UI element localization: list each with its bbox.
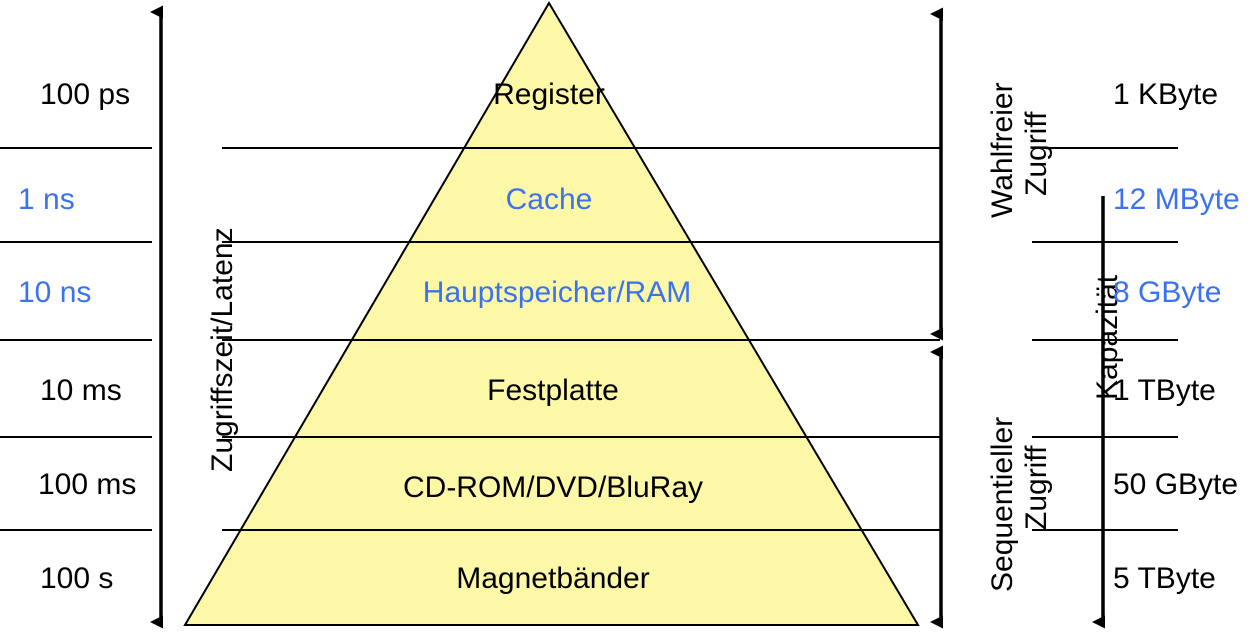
tier-label-optical: CD-ROM/DVD/BluRay (402, 471, 704, 504)
tier-label-register: Register (493, 78, 605, 111)
tier-label-cache: Cache (505, 183, 593, 216)
random-access-label-line1: Wahlfreier (986, 82, 1019, 218)
latency-label-cache: 1 ns (18, 183, 75, 216)
tier-label-ram: Hauptspeicher/RAM (422, 276, 692, 309)
random-access-label-line2: Zugriff (1020, 111, 1053, 196)
latency-label-tape: 100 s (40, 562, 114, 595)
capacity-label-optical: 50 GByte (1113, 468, 1239, 501)
sequential-access-label-line1: Sequentieller (986, 416, 1019, 592)
capacity-label-ram: 8 GByte (1113, 276, 1222, 309)
pyramid-tier-separators (236, 147, 862, 531)
sequential-access-label-line2: Zugriff (1020, 445, 1053, 530)
divider-lines-left (0, 147, 152, 531)
tier-label-tape: Magnetbänder (456, 562, 650, 595)
latency-label-register: 100 ps (40, 78, 131, 111)
divider-lines-right (1032, 147, 1178, 531)
latency-label-optical: 100 ms (38, 468, 137, 501)
latency-label-ram: 10 ns (18, 276, 92, 309)
pyramid-shape (183, 1, 920, 626)
tier-label-hdd: Festplatte (487, 374, 619, 407)
latency-axis-title: Zugriffszeit/Latenz (206, 227, 239, 472)
capacity-label-register: 1 KByte (1113, 78, 1219, 111)
capacity-label-hdd: 1 TByte (1113, 374, 1216, 407)
capacity-label-cache: 12 MByte (1113, 183, 1240, 216)
latency-label-hdd: 10 ms (40, 374, 122, 407)
capacity-label-tape: 5 TByte (1113, 562, 1216, 595)
